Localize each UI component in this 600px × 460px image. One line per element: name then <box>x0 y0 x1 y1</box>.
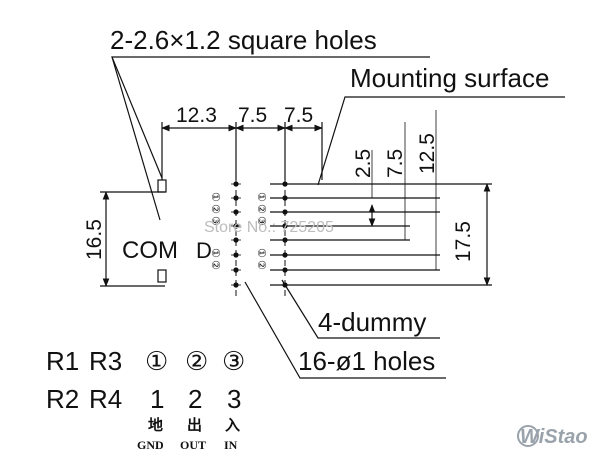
logo-text: WiStao <box>520 426 588 448</box>
legend-circ-1: ① <box>145 346 168 376</box>
dim-top-2: 7.5 <box>238 104 267 127</box>
circled-1c: ① <box>255 192 267 202</box>
com-label: COM <box>122 237 178 264</box>
callout-dummy: 4-dummy <box>318 307 426 337</box>
legend-num-2: 2 <box>188 384 202 414</box>
legend-num-1: 1 <box>150 384 164 414</box>
square-hole-bottom <box>157 269 167 283</box>
brand-logo: WiStao <box>517 425 588 448</box>
circled-1b: ① <box>209 248 221 258</box>
legend-circ-2: ② <box>185 346 208 376</box>
watermark: Store No.: 725205 <box>204 219 334 236</box>
legend-cn-2: 出 <box>187 416 202 434</box>
top-dimensions: 12.3 7.5 7.5 <box>161 104 323 180</box>
circled-1d: ① <box>255 248 267 258</box>
dim-left: 16.5 <box>83 219 106 260</box>
dim-right-1: 2.5 <box>352 149 375 178</box>
d-label: D <box>196 238 212 263</box>
dim-top-1: 12.3 <box>176 104 217 127</box>
callout-leaders <box>111 56 565 379</box>
legend-en-1: GND <box>137 438 164 452</box>
legend-r3: R3 <box>89 346 122 376</box>
callout-holes: 16-ø1 holes <box>298 346 435 376</box>
left-dimension: 16.5 <box>83 191 165 287</box>
legend-num-3: 3 <box>227 384 241 414</box>
dim-right-2: 7.5 <box>384 149 407 178</box>
dim-top-3: 7.5 <box>284 104 313 127</box>
legend-r1: R1 <box>46 346 79 376</box>
legend-en-2: OUT <box>180 438 206 452</box>
circled-2a: ② <box>209 204 221 214</box>
square-hole-top <box>157 179 167 193</box>
pin-column-right <box>280 140 290 300</box>
right-dimensions: 2.5 7.5 12.5 17.5 <box>270 110 492 286</box>
circled-2c: ② <box>255 204 267 214</box>
callout-mounting-surface: Mounting surface <box>350 63 549 93</box>
legend-circ-3: ③ <box>222 346 245 376</box>
legend-cn-3: 入 <box>225 416 240 434</box>
dim-right-4: 17.5 <box>452 221 475 262</box>
circled-3a: ③ <box>209 216 221 226</box>
dim-right-3: 12.5 <box>416 133 439 174</box>
circled-3c: ③ <box>255 216 267 226</box>
pin-column-left <box>231 140 241 300</box>
legend-en-3: IN <box>224 438 238 452</box>
circled-1a: ① <box>209 192 221 202</box>
pin-legend: R1 R3 ① ② ③ R2 R4 1 2 3 地 出 入 GND OUT IN <box>46 346 245 452</box>
legend-r2: R2 <box>46 384 79 414</box>
callout-square-holes: 2-2.6×1.2 square holes <box>110 25 377 55</box>
legend-cn-1: 地 <box>148 416 163 434</box>
legend-r4: R4 <box>89 384 122 414</box>
circled-2b: ② <box>209 260 221 270</box>
pin-circled-labels: ① ② ③ ① ② ① ② ③ ① ② <box>209 192 267 270</box>
circled-2d: ② <box>255 260 267 270</box>
